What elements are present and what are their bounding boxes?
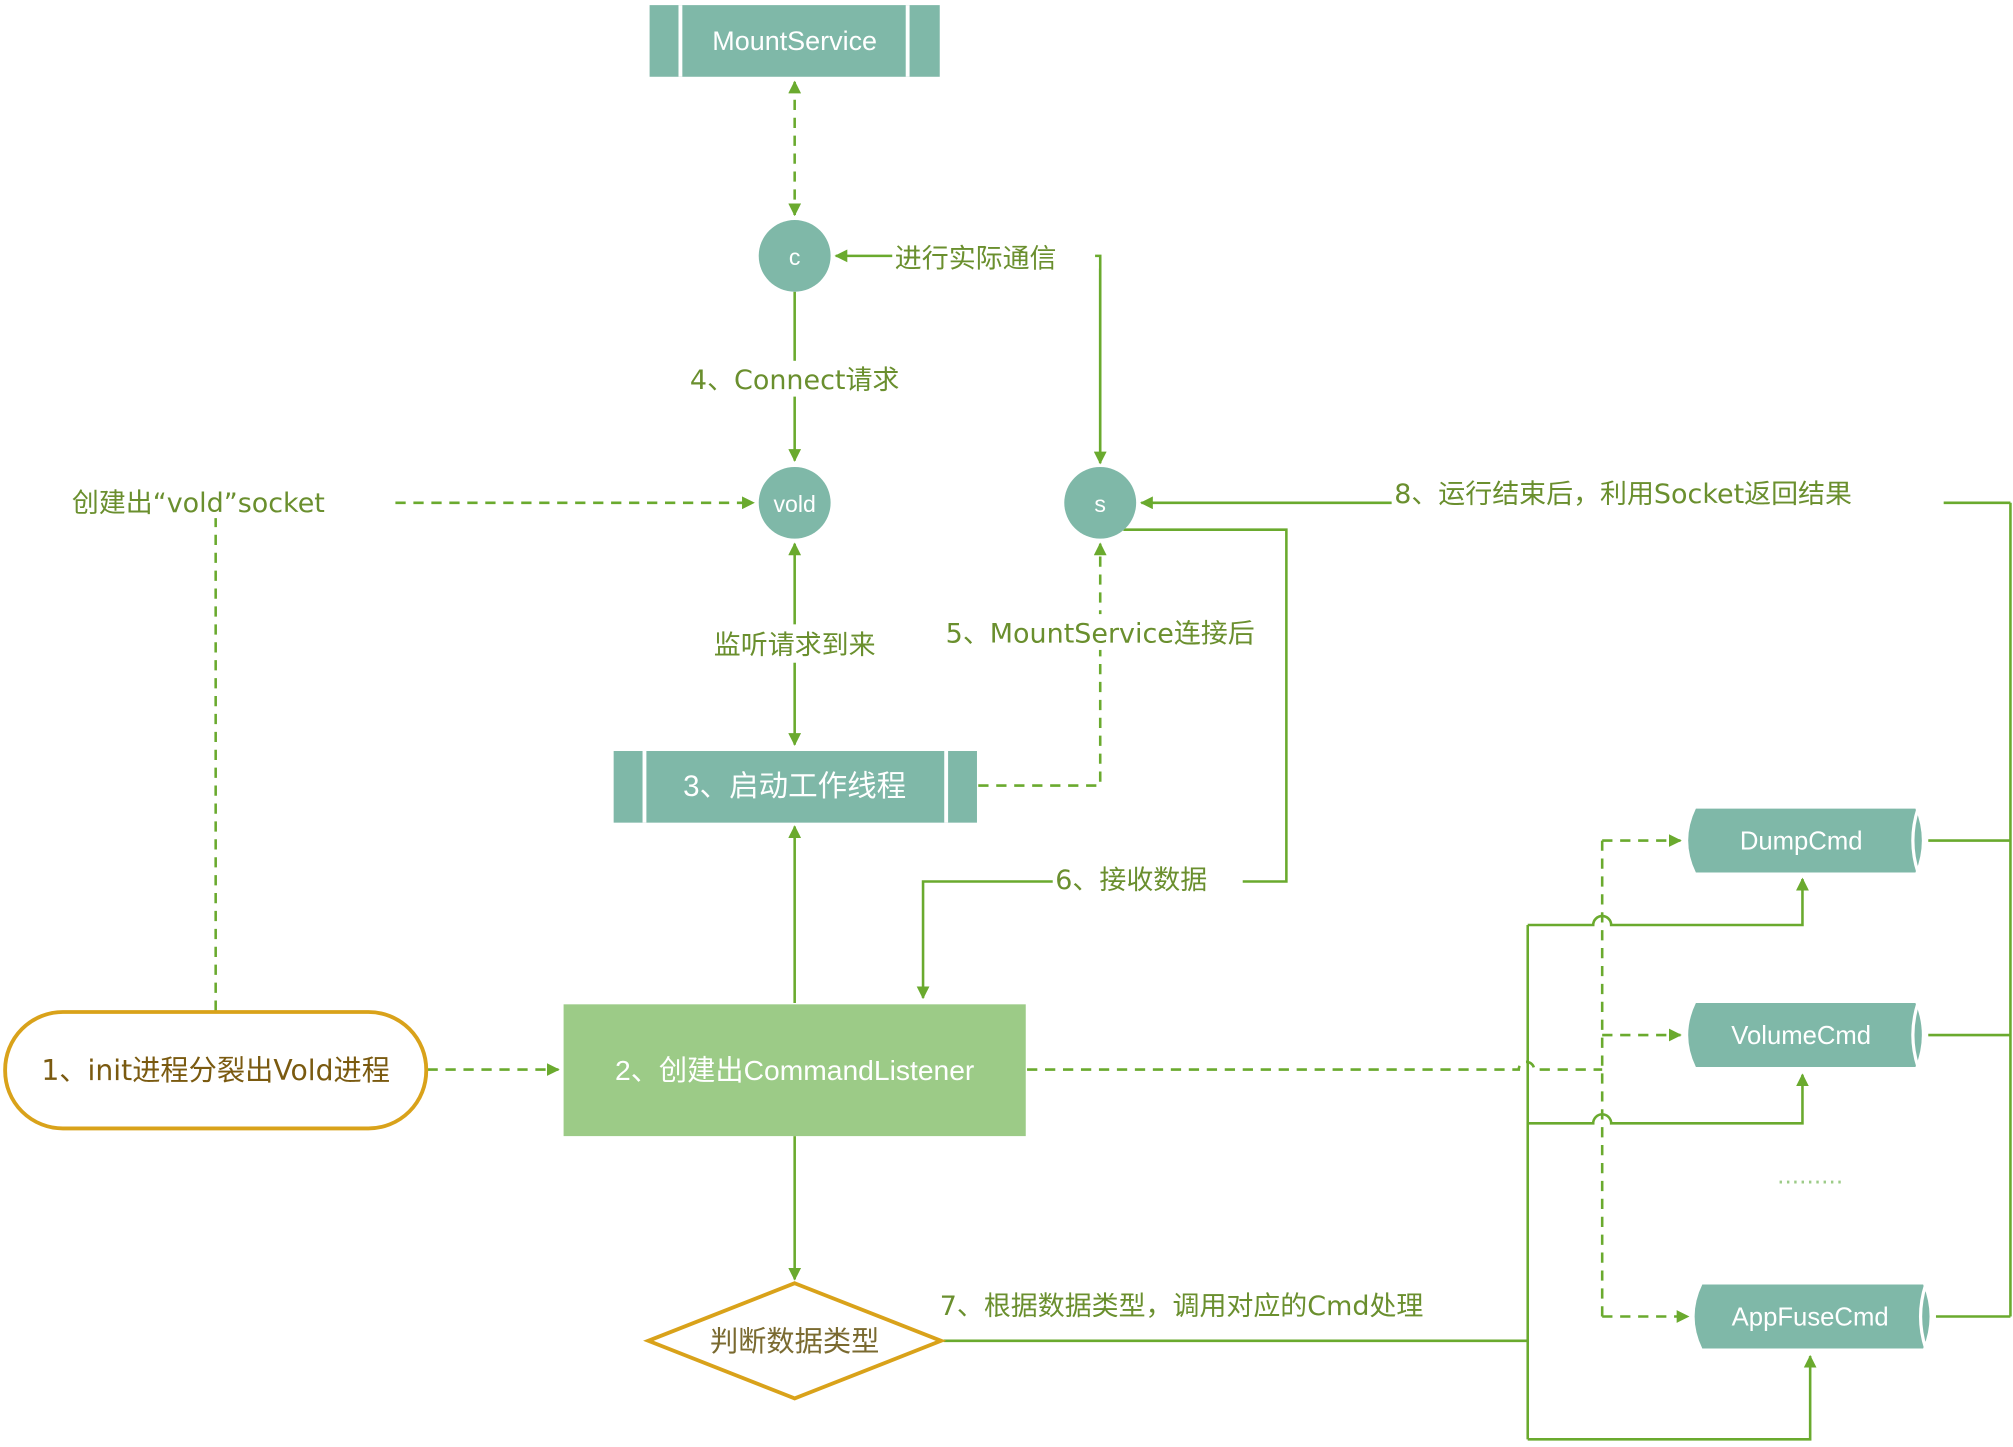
edge-s-to-listener [916, 528, 1288, 1000]
server-socket-node: s [1064, 466, 1137, 539]
appfusecmd-label: AppFuseCmd [1732, 1303, 1889, 1331]
decision-label: 判断数据类型 [710, 1325, 879, 1358]
server-socket-label: s [1094, 491, 1106, 517]
mountservice-label: MountService [712, 26, 877, 56]
vold-socket-label: vold [773, 491, 815, 517]
label-return-result: 8、运行结束后，利用Socket返回结果 [1394, 479, 1852, 510]
mountservice-node: MountService [649, 5, 940, 77]
worker-thread-node: 3、启动工作线程 [613, 751, 977, 823]
label-connect-request: 4、Connect请求 [690, 365, 899, 396]
worker-thread-label: 3、启动工作线程 [683, 770, 906, 803]
volumecmd-label: VolumeCmd [1731, 1022, 1871, 1050]
label-listen-request: 监听请求到来 [714, 630, 876, 661]
edge-listener-to-cmds [1027, 1060, 1603, 1071]
decision-node: 判断数据类型 [643, 1281, 947, 1401]
label-receive-data: 6、接收数据 [1055, 865, 1207, 896]
dumpcmd-node: DumpCmd [1688, 808, 1922, 874]
label-dispatch-cmd: 7、根据数据类型，调用对应的Cmd处理 [940, 1291, 1424, 1322]
edge-s-to-c [834, 249, 1102, 464]
client-socket-label: c [789, 244, 801, 270]
vold-socket-node: vold [758, 466, 831, 539]
client-socket-node: c [758, 220, 831, 292]
edge-worker-to-s [978, 542, 1107, 787]
edge-bus-to-appfuse [1527, 1354, 1817, 1441]
start-label: 1、init进程分裂出Vold进程 [41, 1054, 390, 1087]
edge-bus-to-dump [1527, 877, 1809, 927]
appfusecmd-node: AppFuseCmd [1694, 1284, 1930, 1349]
command-listener-label: 2、创建出CommandListener [615, 1054, 974, 1086]
label-actual-comm: 进行实际通信 [895, 243, 1057, 274]
command-listener-node: 2、创建出CommandListener [563, 1004, 1026, 1137]
label-create-socket: 创建出“vold”socket [72, 488, 325, 519]
start-node: 1、init进程分裂出Vold进程 [3, 1010, 429, 1131]
dumpcmd-label: DumpCmd [1740, 828, 1863, 856]
volumecmd-node: VolumeCmd [1688, 1002, 1922, 1068]
more-cmds-ellipsis: ········· [1777, 1170, 1843, 1196]
edge-bus-to-volume [1527, 1073, 1809, 1125]
label-after-connect: 5、MountService连接后 [946, 618, 1255, 649]
